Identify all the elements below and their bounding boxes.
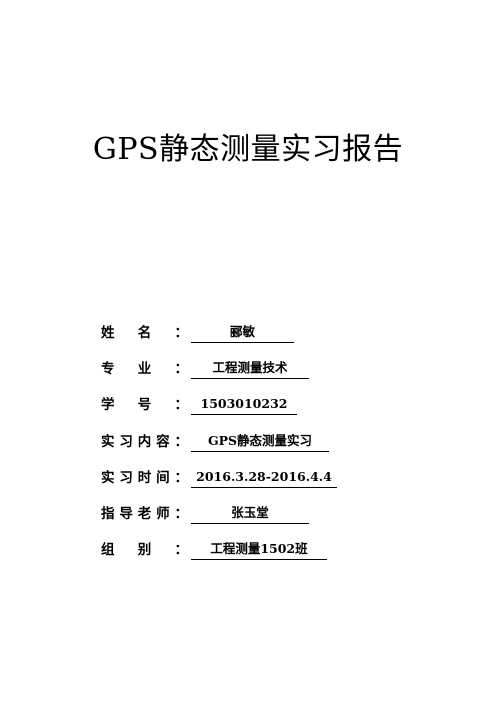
field-row-group: 组别： 工程测量1502班 <box>101 539 461 575</box>
field-row-instructor: 指导老师： 张玉堂 <box>101 503 461 539</box>
field-row-student-id: 学号： 1503010232 <box>101 394 461 430</box>
field-value-student-id: 1503010232 <box>191 394 297 416</box>
field-value-major: 工程测量技术 <box>191 358 309 380</box>
field-label: 学号： <box>101 397 188 414</box>
student-info: 姓名： 郦敏 专业： 工程测量技术 学号： 1503010232 实习内容： G… <box>101 322 461 575</box>
field-label: 组别： <box>101 542 188 559</box>
field-value-name: 郦敏 <box>191 322 294 343</box>
field-label: 指导老师： <box>101 505 188 522</box>
field-row-content: 实习内容： GPS静态测量实习 <box>101 431 461 467</box>
field-label: 实习时间： <box>101 469 188 486</box>
field-label: 姓名： <box>101 325 188 341</box>
field-row-major: 专业： 工程测量技术 <box>101 358 461 394</box>
field-value-group: 工程测量1502班 <box>191 539 327 561</box>
field-row-period: 实习时间： 2016.3.28-2016.4.4 <box>101 467 461 503</box>
report-title: GPS静态测量实习报告 <box>92 132 404 167</box>
field-value-instructor: 张玉堂 <box>191 503 309 524</box>
field-row-name: 姓名： 郦敏 <box>101 322 461 358</box>
field-value-period: 2016.3.28-2016.4.4 <box>191 467 337 488</box>
field-label: 专业： <box>101 361 188 378</box>
field-value-content: GPS静态测量实习 <box>191 431 329 452</box>
field-label: 实习内容： <box>101 433 188 450</box>
